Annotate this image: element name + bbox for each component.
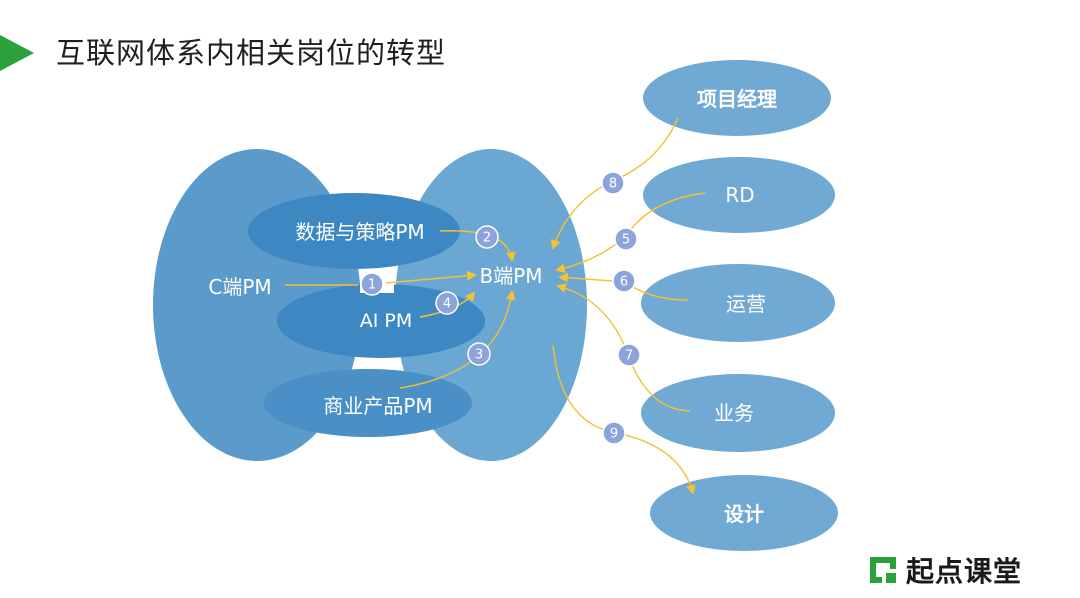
b-pm-label: B端PM	[479, 264, 542, 288]
rd-label: RD	[725, 183, 754, 207]
badge-label-8: 8	[609, 177, 617, 192]
badge-circle-4	[435, 291, 459, 315]
title-marker-icon	[0, 35, 34, 71]
commercial-pm-ellipse	[264, 369, 472, 437]
data-strategy-pm-ellipse	[248, 193, 460, 269]
project-manager-ellipse	[643, 60, 831, 136]
badge-label-2: 2	[483, 231, 491, 246]
business-label: 业务	[714, 401, 754, 425]
badge-label-4: 4	[443, 297, 451, 312]
badge-circle-3	[467, 342, 491, 366]
arrow-1	[285, 275, 475, 286]
design-ellipse	[650, 475, 838, 551]
badge-label-9: 9	[610, 427, 618, 442]
logo-text: 起点课堂	[906, 555, 1023, 588]
business-ellipse	[641, 374, 835, 452]
badge-circle-7	[617, 343, 641, 367]
operations-ellipse	[641, 264, 835, 342]
badge-circle-2	[475, 225, 499, 249]
qidian-logo-icon	[870, 557, 896, 583]
badge-label-5: 5	[622, 233, 630, 248]
badge-circle-1	[360, 272, 384, 296]
badge-circle-8	[601, 171, 625, 195]
qidian-logo: 起点课堂	[868, 552, 1022, 588]
design-label: 设计	[724, 502, 764, 526]
badge-label-3: 3	[475, 348, 483, 363]
badge-label-6: 6	[620, 275, 628, 290]
data-strategy-pm-label: 数据与策略PM	[295, 220, 424, 244]
badge-circle-6	[612, 269, 636, 293]
badge-label-7: 7	[625, 349, 633, 364]
commercial-pm-label: 商业产品PM	[323, 394, 432, 418]
project-manager-label: 项目经理	[697, 87, 777, 111]
operations-label: 运营	[726, 292, 766, 316]
badge-label-1: 1	[368, 278, 376, 293]
badge-circle-9	[602, 421, 626, 445]
ai-pm-ellipse	[277, 284, 485, 358]
rd-ellipse	[643, 157, 835, 233]
ai-pm-label: AI PM	[360, 310, 413, 332]
badge-circle-5	[614, 227, 638, 251]
c-pm-label: C端PM	[208, 275, 271, 299]
page-title: 互联网体系内相关岗位的转型	[56, 36, 447, 70]
